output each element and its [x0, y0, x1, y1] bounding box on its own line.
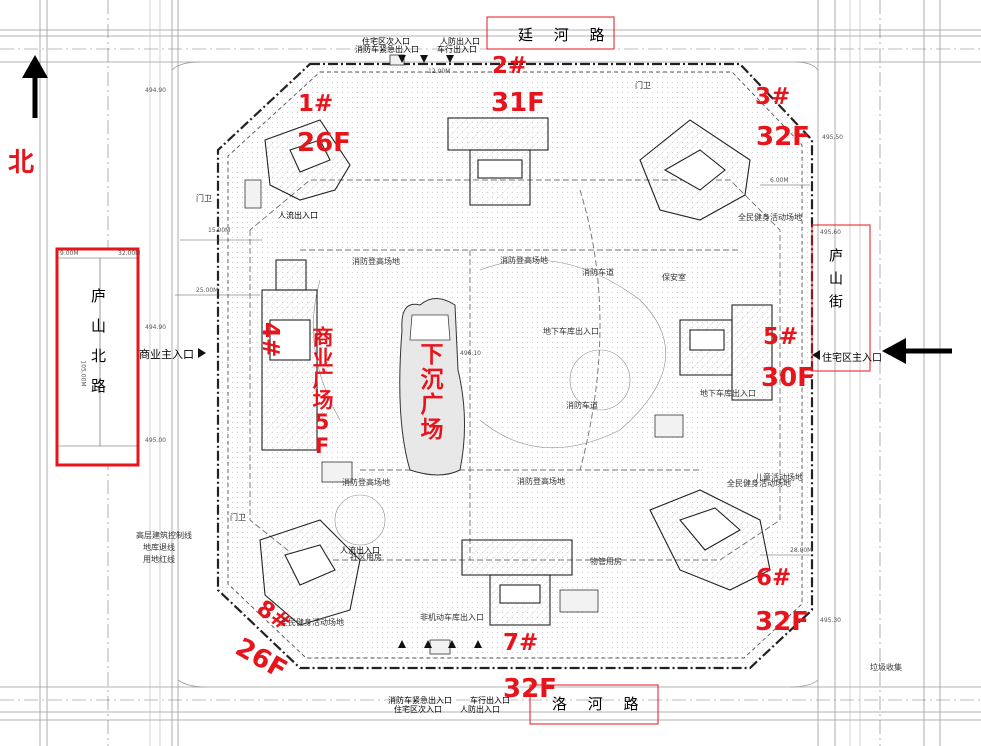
fitness-label-1: 全民健身活动场地	[738, 213, 802, 222]
bottom-secondary-entrance: 住宅区次入口	[394, 705, 442, 714]
fitness-label-2: 全民健身活动场地	[727, 479, 791, 488]
top-fire-entrance: 消防车紧急出入口	[355, 45, 419, 54]
kids-label: 儿童活动场地	[755, 473, 803, 482]
building-7	[461, 539, 573, 626]
sunken-plaza-shape	[399, 298, 466, 476]
fire-lane-1: 消防登高场地	[352, 257, 400, 266]
north-arrow	[22, 55, 48, 118]
building-5-floors: 30F	[761, 363, 815, 393]
dim-left-a: 9.00M	[60, 250, 79, 257]
road-bottom-name: 洛 河 路	[552, 695, 647, 713]
building-4-name: 商业广场5F	[310, 326, 334, 458]
green-line-label: 用地红线	[143, 555, 175, 564]
elev-3: 495.00	[145, 437, 166, 444]
entrance-arrow	[882, 338, 952, 364]
building-6-floors: 32F	[755, 607, 809, 637]
building-6-number: 6#	[756, 565, 792, 591]
fitness-label-3: 全民健身活动场地	[280, 618, 344, 627]
high-control-line: 高层建筑控制线	[136, 531, 192, 540]
building-2-number: 2#	[492, 53, 528, 79]
building-8	[259, 519, 361, 626]
north-label: 北	[8, 148, 35, 178]
road-box-left	[55, 247, 140, 467]
dim-setback: 25.00M	[196, 287, 219, 294]
elev-7: 495.30	[820, 617, 841, 624]
sunken-plaza-label: 下沉广场	[416, 342, 442, 442]
dim-left-c: 105.00M	[79, 360, 87, 387]
building-3-floors: 32F	[756, 122, 810, 152]
fire-lane-3: 消防登高场地	[342, 478, 390, 487]
dim-left-b: 32.00M	[118, 250, 141, 257]
building-7-number: 7#	[503, 630, 539, 656]
basement-retreat-line: 地库退线	[143, 543, 175, 552]
building-3	[639, 119, 751, 221]
fire-lane-4: 消防登高场地	[517, 477, 565, 486]
top-vehicle-entrance: 车行出入口	[437, 45, 477, 54]
road-box-top	[486, 16, 615, 50]
road-left-name: 庐山北路	[89, 288, 107, 408]
top-people-entrance: 人防出入口	[440, 37, 480, 46]
dim-right-a: 6.00M	[770, 177, 789, 184]
community-label: 社区用房	[350, 553, 382, 562]
commercial-main-entrance: 商业主入口	[139, 348, 194, 361]
people-entrance-2: 人流出入口	[278, 211, 318, 220]
building-5	[679, 304, 773, 401]
ramp-label: 地下车库出入口	[543, 327, 599, 336]
guard-room-1: 门卫	[196, 194, 212, 203]
building-5-number: 5#	[763, 324, 799, 350]
building-1-number: 1#	[298, 91, 334, 117]
road-top-name: 廷 河 路	[518, 26, 613, 44]
fire-lane-2: 消防登高场地	[500, 256, 548, 265]
guard-room-3: 门卫	[635, 81, 651, 90]
road-box-bottom	[529, 684, 659, 725]
security-label: 保安室	[662, 273, 686, 282]
dim-road-left: 15.00M	[208, 227, 231, 234]
building-1-floors: 26F	[297, 128, 351, 158]
elev-4: 495.60	[820, 229, 841, 236]
road-box-right	[811, 224, 871, 372]
people-entrance-1: 人流出入口	[340, 546, 380, 555]
ramp-label-2: 地下车库出入口	[700, 389, 756, 398]
bottom-vehicle-entrance: 车行出入口	[470, 696, 510, 705]
building-4	[261, 259, 318, 451]
road-right-name: 庐山街	[827, 248, 843, 317]
dim-right-b: 28.00M	[790, 547, 813, 554]
top-secondary-entrance: 住宅区次入口	[362, 37, 410, 46]
bottom-fire-entrance: 消防车紧急出入口	[388, 696, 452, 705]
garbage-label: 垃圾收集	[870, 663, 902, 672]
building-7-floors: 32F	[503, 674, 557, 704]
fire-road-2: 消防车道	[566, 401, 598, 410]
building-4-number: 4#	[257, 322, 283, 358]
building-6	[649, 489, 771, 591]
building-2	[447, 117, 549, 206]
building-2-floors: 31F	[491, 88, 545, 118]
building-4-label: 4#	[257, 322, 283, 382]
elev-6: 496.10	[460, 350, 481, 357]
guard-room-2: 门卫	[230, 513, 246, 522]
residential-main-entrance: 住宅区主入口	[822, 353, 882, 364]
bottom-people-entrance: 人防出入口	[460, 705, 500, 714]
property-label: 物管用房	[590, 557, 622, 566]
elev-5: 495.50	[822, 134, 843, 141]
building-1	[264, 119, 351, 201]
bicycle-label: 非机动车库出入口	[420, 613, 484, 622]
building-3-number: 3#	[755, 84, 791, 110]
elev-1: 494.90	[145, 87, 166, 94]
dim-top-road: 12.00M	[428, 68, 451, 75]
fire-road-1: 消防车道	[582, 268, 614, 277]
elev-2: 494.90	[145, 324, 166, 331]
gate-markers	[198, 55, 820, 648]
